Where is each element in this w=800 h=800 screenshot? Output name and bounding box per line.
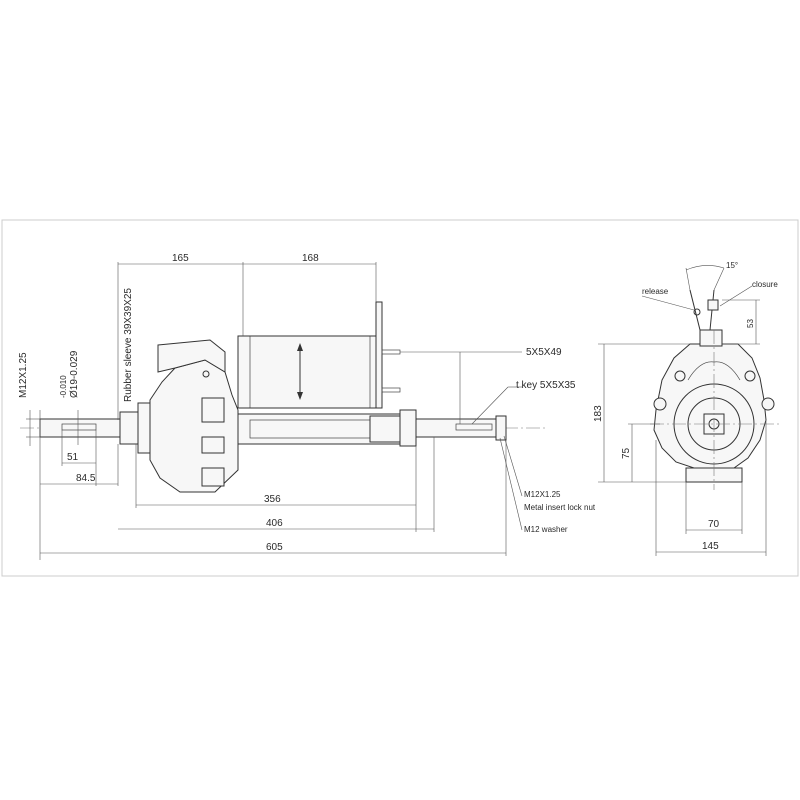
washer-leader: [499, 437, 523, 531]
shaft-tol-lower: Ø19-0.029: [69, 350, 80, 398]
dim-145-label: 145: [702, 541, 719, 552]
axle-tube-step: [369, 415, 401, 443]
motor-diameter-arrow-top: [297, 343, 303, 351]
angle-arc: [685, 265, 725, 271]
left-shaft: [39, 418, 121, 438]
brake-tab: [707, 299, 719, 311]
side-top-boss: [699, 329, 723, 347]
left-bearing: [119, 411, 139, 445]
dim-168-label: 168: [302, 253, 319, 264]
closure-leader: [719, 285, 753, 307]
front-view: 165 168 Rubber sleeve 39X39X25 M12X1.25 …: [18, 253, 596, 560]
left-hub: [137, 402, 151, 454]
gearbox-housing: [149, 359, 239, 493]
dim-605-label: 605: [266, 542, 283, 553]
shaft-tol-upper: -0.010: [59, 375, 68, 398]
side-bolt-right-bottom: [761, 397, 775, 411]
gearbox-plate-upper: [201, 397, 225, 423]
side-housing: [653, 343, 767, 471]
key-top-label: 5X5X49: [526, 347, 562, 358]
side-bolt-left-top: [674, 370, 686, 382]
motor-terminal-bottom: [381, 387, 401, 393]
dim-183-label: 183: [593, 405, 604, 422]
key-bottom-leader: [471, 386, 509, 425]
right-bearing: [399, 409, 417, 447]
closure-label: closure: [752, 280, 778, 289]
dim-53-label: 53: [746, 319, 755, 328]
dim-406-label: 406: [266, 518, 283, 529]
gearbox-bolt: [202, 370, 210, 378]
dim-51-label: 51: [67, 452, 79, 463]
side-internal-curve-left: [687, 361, 715, 381]
thread-right-label: M12X1.25: [524, 490, 561, 499]
side-internal-curve-right: [713, 361, 741, 381]
motor-terminal-top: [381, 349, 401, 355]
rubber-sleeve-label: Rubber sleeve 39X39X25: [123, 288, 134, 402]
right-lock-nut: [495, 415, 507, 441]
left-shaft-key: [61, 423, 97, 431]
lock-nut-label: Metal insert lock nut: [524, 503, 596, 512]
dim-356-label: 356: [264, 494, 281, 505]
dim-165-label: 165: [172, 253, 189, 264]
dim-84-5-label: 84.5: [76, 473, 96, 484]
brake-pivot: [693, 308, 701, 316]
washer-label: M12 washer: [524, 525, 568, 534]
side-view: 15° release closure 53 183 75 70 145: [593, 261, 780, 556]
key-bottom-label: t key 5X5X35: [516, 380, 576, 391]
nut-leader: [503, 435, 523, 497]
release-leader: [641, 295, 695, 311]
motor-diameter-arrow-bottom: [297, 392, 303, 400]
motor-end-cap: [375, 301, 383, 409]
drawing-frame: [1, 219, 799, 577]
dim-70-label: 70: [708, 519, 720, 530]
thread-left-label: M12X1.25: [18, 352, 29, 398]
side-bolt-right-top: [744, 370, 756, 382]
release-label: release: [642, 287, 669, 296]
gearbox-top-cover: [157, 339, 226, 373]
motor-body: [237, 335, 377, 409]
gearbox-plate-lower: [201, 467, 225, 487]
side-bolt-left-bottom: [653, 397, 667, 411]
gearbox-plate-middle: [201, 436, 225, 454]
angle-15-label: 15°: [726, 261, 738, 270]
right-shaft-key: [455, 423, 493, 431]
dim-75-label: 75: [621, 447, 632, 459]
